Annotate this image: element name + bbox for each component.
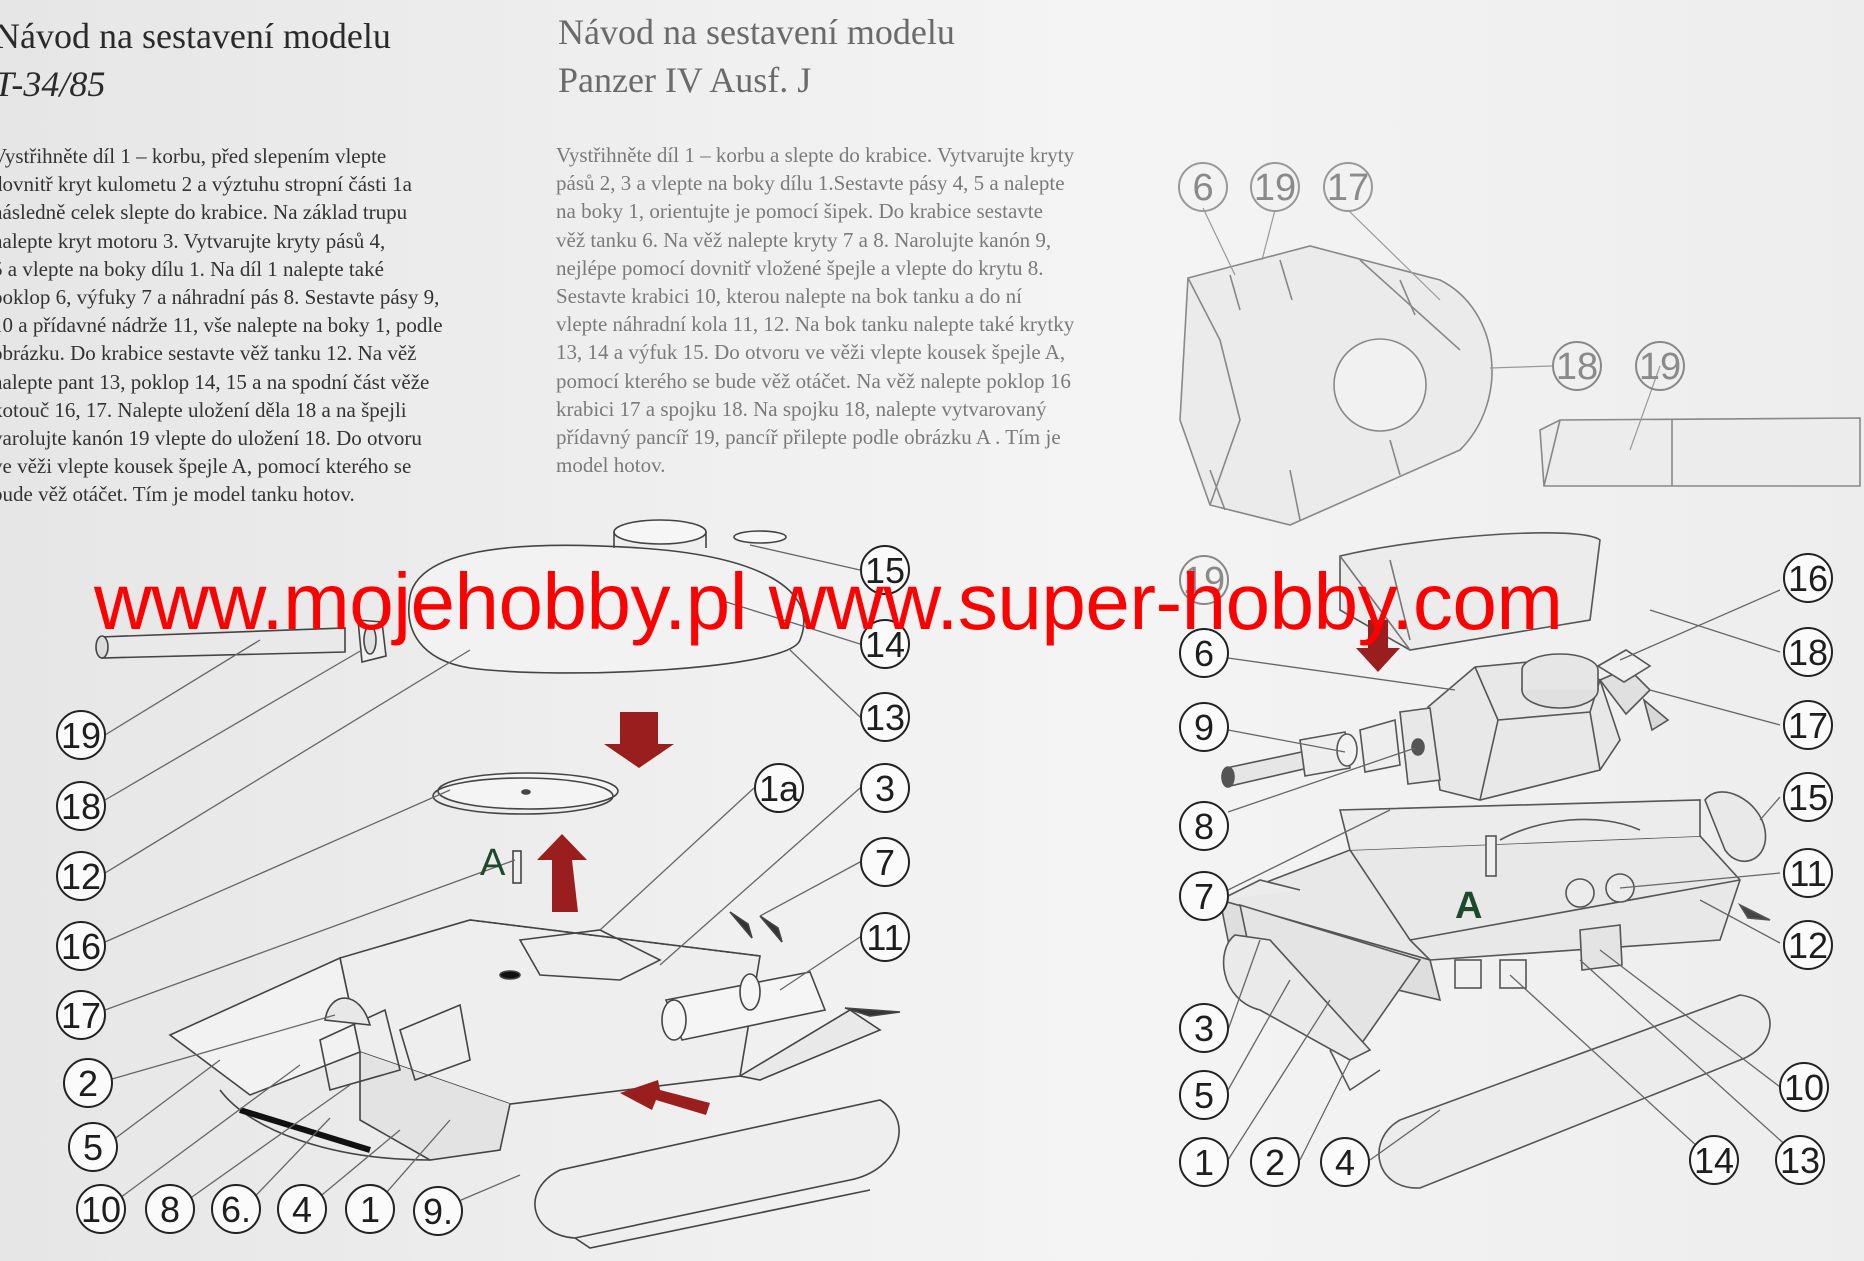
t34-peg-a <box>512 850 522 884</box>
panzer-instructions: Vystřihněte díl 1 – korbu a slepte do kr… <box>556 143 1075 478</box>
callout-15: 15 <box>865 550 905 591</box>
panzer-title-main: Návod na sestavení modelu <box>558 12 955 52</box>
callout-11: 11 <box>866 917 903 958</box>
callout-13: 13 <box>865 697 905 738</box>
panzer-gun <box>1221 707 1441 788</box>
callout-4: 4 <box>1335 1142 1355 1183</box>
callout-6: 6. <box>221 1189 251 1230</box>
panzer-leader-lines <box>1227 589 1801 1161</box>
callout-3: 3 <box>1194 1008 1214 1049</box>
callout-12: 12 <box>1788 925 1828 966</box>
callout-15: 15 <box>1788 777 1828 818</box>
callout-18-top: 18 <box>1556 346 1598 388</box>
callout-17: 17 <box>1788 705 1828 746</box>
callout-6: 6 <box>1194 633 1214 674</box>
callout-10: 10 <box>1784 1067 1824 1108</box>
t34-gun <box>95 619 387 664</box>
callout-19-left: 19 <box>1183 560 1225 602</box>
t34-exhausts <box>729 911 783 943</box>
callout-13: 13 <box>1780 1140 1820 1181</box>
t34-hull <box>168 919 901 1161</box>
arrow-right <box>620 1080 710 1115</box>
t34-instructions: Vystřihněte díl 1 – korbu, před slepením… <box>0 144 443 507</box>
watermark: www.mojehobby.pl www.super-hobby.com <box>94 557 1563 646</box>
callout-19-top: 19 <box>1254 167 1296 209</box>
t34-leader-lines <box>104 544 861 1210</box>
panzer-top-leaders <box>1202 207 1661 451</box>
callout-8: 8 <box>160 1189 180 1230</box>
panzer-diagram: A <box>1179 207 1861 1189</box>
callout-18: 18 <box>61 786 101 827</box>
callout-11: 11 <box>1789 853 1826 894</box>
callout-10: 10 <box>81 1189 121 1230</box>
callout-19: 19 <box>61 715 101 756</box>
panzer-callouts: 6 19 17 18 19 19 6 9 8 7 3 5 1 2 4 16 18… <box>1178 162 1833 1187</box>
t34-track <box>534 1099 900 1249</box>
callout-16: 16 <box>61 926 101 967</box>
panzer-subtitle: Panzer IV Ausf. J <box>558 60 812 100</box>
panzer-label-a: A <box>1455 885 1482 927</box>
callout-4: 4 <box>292 1189 312 1230</box>
callout-3: 3 <box>875 768 895 809</box>
callout-17: 17 <box>61 995 101 1036</box>
arrow-down <box>604 712 674 768</box>
t34-subtitle: T-34/85 <box>0 64 106 104</box>
panzer-exhaust <box>1704 791 1767 862</box>
callout-14: 14 <box>865 624 905 665</box>
t34-turret <box>408 519 805 674</box>
callout-5: 5 <box>83 1127 103 1168</box>
callout-9: 9 <box>1194 707 1214 748</box>
callout-14: 14 <box>1694 1140 1734 1181</box>
callout-1: 1 <box>360 1189 380 1230</box>
callout-16: 16 <box>1788 558 1828 599</box>
callout-19-top2: 19 <box>1639 346 1681 388</box>
callout-1: 1 <box>1194 1142 1214 1183</box>
t34-title-main: Návod na sestavení modelu <box>0 16 391 56</box>
t34-diagram: A <box>95 519 901 1249</box>
panzer-arrow-down <box>1356 620 1400 672</box>
callout-7: 7 <box>875 842 895 883</box>
panzer-turret-skirt <box>1179 245 1861 526</box>
t34-fuel-tanks <box>661 971 827 1041</box>
callout-6-top: 6 <box>1192 167 1213 209</box>
callout-7: 7 <box>1194 876 1214 917</box>
t34-title: Návod na sestavení modelu T-34/85 <box>0 12 391 108</box>
callout-18: 18 <box>1788 632 1828 673</box>
panzer-title: Návod na sestavení modelu Panzer IV Ausf… <box>558 8 955 104</box>
callout-2: 2 <box>78 1063 98 1104</box>
callout-9: 9. <box>423 1191 453 1232</box>
panzer-hull <box>1217 799 1771 1092</box>
panzer-turret <box>1427 649 1670 801</box>
callout-5: 5 <box>1194 1075 1214 1116</box>
callout-12: 12 <box>61 856 101 897</box>
callout-2: 2 <box>1265 1142 1285 1183</box>
callout-17-top: 17 <box>1327 167 1369 209</box>
t34-callouts: 19 18 12 16 17 2 5 10 8 6. 4 1 9. 15 14 … <box>56 545 910 1236</box>
arrow-up <box>537 834 587 912</box>
t34-label-a: A <box>480 842 506 884</box>
t34-turret-ring <box>432 772 619 815</box>
callout-1a: 1a <box>759 768 800 809</box>
callout-8: 8 <box>1194 806 1214 847</box>
